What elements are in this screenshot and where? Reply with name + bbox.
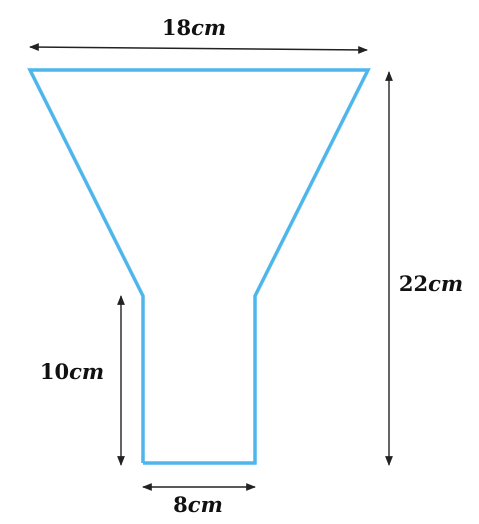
top-width-arrow bbox=[29, 43, 368, 54]
total-height-value: 22 bbox=[399, 271, 428, 296]
stem-height-label: 10cm bbox=[40, 359, 104, 384]
top-width-value: 18 bbox=[162, 15, 191, 40]
stem-height-value: 10 bbox=[40, 359, 69, 384]
bottom-width-label: 8cm bbox=[173, 492, 223, 517]
bottom-width-value: 8 bbox=[173, 492, 188, 517]
top-width-label: 18cm bbox=[162, 15, 226, 40]
top-width-unit: cm bbox=[191, 15, 226, 40]
total-height-unit: cm bbox=[428, 271, 463, 296]
stem-height-unit: cm bbox=[69, 359, 104, 384]
total-height-label: 22cm bbox=[399, 271, 463, 296]
bottom-width-unit: cm bbox=[188, 492, 223, 517]
funnel-outline bbox=[27, 68, 371, 465]
